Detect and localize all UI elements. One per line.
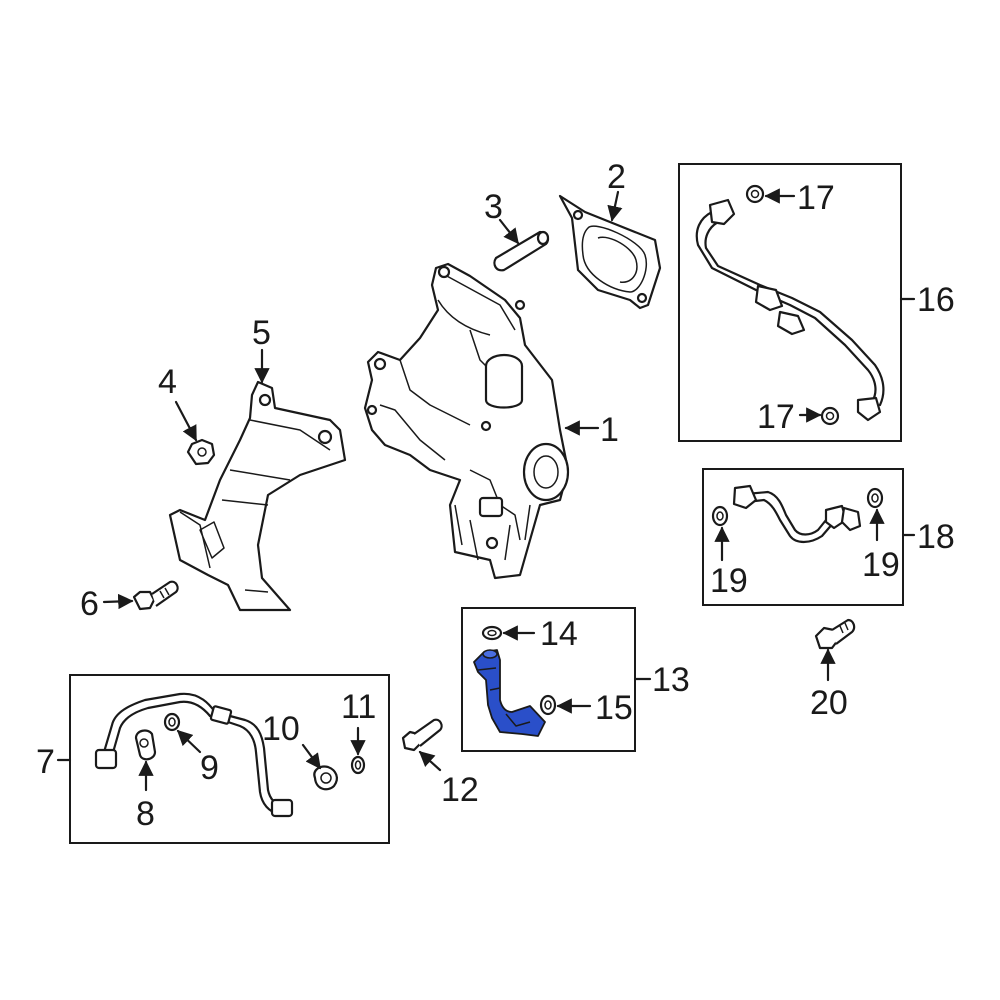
oil-feed-line-part[interactable] <box>94 692 294 818</box>
turbocharger-part[interactable] <box>363 262 570 580</box>
washer-part-9[interactable] <box>163 712 181 732</box>
group-box-16 <box>678 163 902 442</box>
washer-part-19-left[interactable] <box>711 505 729 527</box>
coolant-line-part-16[interactable] <box>695 198 885 422</box>
bolt-part-20[interactable] <box>814 618 856 650</box>
nut-part[interactable] <box>186 438 216 466</box>
gasket-part-8[interactable] <box>134 729 157 761</box>
callout-8: 8 <box>136 795 155 833</box>
callout-9: 9 <box>200 749 219 787</box>
callout-19-left: 19 <box>710 562 748 600</box>
gasket-part-10[interactable] <box>313 765 338 791</box>
callout-17-top: 17 <box>797 179 835 217</box>
oil-return-line-part[interactable] <box>473 649 546 737</box>
callout-20: 20 <box>810 684 848 722</box>
callout-15: 15 <box>595 689 633 727</box>
callout-12: 12 <box>441 771 479 809</box>
callout-2: 2 <box>607 158 626 196</box>
callout-18: 18 <box>917 518 955 556</box>
washer-part-14[interactable] <box>481 625 503 641</box>
coolant-line-part-18[interactable] <box>732 484 862 544</box>
callout-5: 5 <box>252 314 271 352</box>
washer-part-17-top[interactable] <box>745 184 765 204</box>
bolt-part-12[interactable] <box>401 718 443 752</box>
washer-part-19-right[interactable] <box>866 487 884 509</box>
washer-part-15[interactable] <box>539 694 557 716</box>
gasket-part[interactable] <box>558 194 662 310</box>
callout-6: 6 <box>80 585 99 623</box>
group-box-18 <box>702 468 904 606</box>
dowel-pin-part[interactable] <box>493 230 550 272</box>
callout-labels: 1 2 3 4 5 6 7 8 9 10 11 12 13 14 15 16 1… <box>36 158 955 833</box>
callout-17-bottom: 17 <box>757 398 795 436</box>
callout-3: 3 <box>484 188 503 226</box>
heat-shield-part[interactable] <box>168 380 347 612</box>
callout-14: 14 <box>540 615 578 653</box>
callout-13: 13 <box>652 661 690 699</box>
callout-4: 4 <box>158 363 177 401</box>
washer-part-17-bottom[interactable] <box>820 406 840 426</box>
callout-11: 11 <box>341 688 376 726</box>
callout-1: 1 <box>600 411 619 449</box>
callout-16: 16 <box>917 281 955 319</box>
leader-lines <box>56 188 916 792</box>
callout-7: 7 <box>36 743 55 781</box>
callout-10: 10 <box>262 710 300 748</box>
callout-19-right: 19 <box>862 546 900 584</box>
bolt-part-6[interactable] <box>132 580 179 611</box>
washer-part-11[interactable] <box>350 755 366 775</box>
